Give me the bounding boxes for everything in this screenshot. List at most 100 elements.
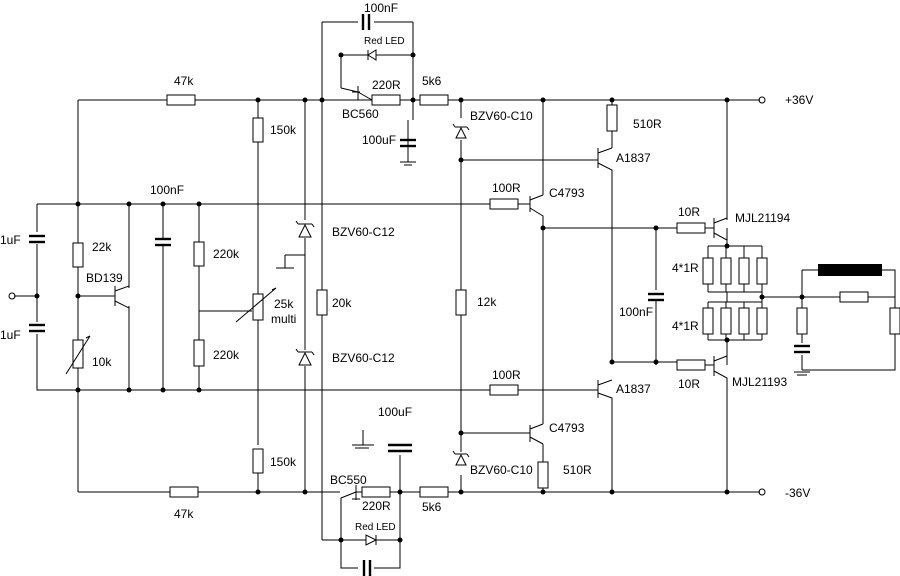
label-12k: 12k <box>477 295 497 309</box>
red-led-top <box>358 49 377 61</box>
label-c4793-bottom: C4793 <box>549 421 585 435</box>
label-c4793-top: C4793 <box>549 186 585 200</box>
resistor-22k <box>72 242 84 268</box>
positive-rail-terminal[interactable] <box>758 96 766 104</box>
resistor-100r-bottom <box>489 384 519 396</box>
label-100nf-mid: 100nF <box>150 183 184 197</box>
resistor-150k-top <box>252 117 264 143</box>
bank-link <box>726 292 763 302</box>
resistor-20k <box>316 289 328 316</box>
resistor-10r-top <box>676 222 706 234</box>
label-mjl21193: MJL21193 <box>732 375 787 389</box>
label-bc550: BC550 <box>330 473 367 487</box>
label-25k: 25k <box>274 297 294 311</box>
label-510r-top: 510R <box>633 117 662 131</box>
zener-bzv60-c10-top <box>452 123 470 139</box>
label-100uf-top: 100uF <box>362 133 396 147</box>
label-47k-bottom: 47k <box>174 507 194 521</box>
label-bc560: BC560 <box>342 107 379 121</box>
label-bzv60-c10-bottom: BZV60-C10 <box>470 463 533 477</box>
output-inductor <box>818 264 882 276</box>
junction-dots <box>34 52 805 543</box>
top-rail-wiring <box>77 21 760 540</box>
transistor-mjl21194 <box>713 217 728 246</box>
input-terminal[interactable] <box>8 292 16 300</box>
label-1uf-top: 1uF <box>0 233 21 247</box>
label-multi: multi <box>271 312 296 326</box>
label-220k-top: 220k <box>213 247 240 261</box>
resistor-output-series <box>839 291 869 303</box>
label-1uf-bottom: 1uF <box>0 328 21 342</box>
positive-rail-label: +36V <box>785 93 813 107</box>
transistor-bc560 <box>340 86 373 101</box>
resistor-12k <box>455 289 467 316</box>
transistor-bc550 <box>340 485 360 540</box>
resistor-510r-top <box>606 104 618 132</box>
ground-symbol-bottom <box>352 444 372 449</box>
driver-wiring <box>460 160 728 492</box>
label-10r-bottom: 10R <box>678 377 700 391</box>
resistor-10r-bottom <box>676 359 706 371</box>
output-network <box>762 269 896 371</box>
transistor-bd139 <box>114 285 130 309</box>
label-220k-bottom: 220k <box>213 348 240 362</box>
transistor-mjl21193 <box>713 355 728 492</box>
resistor-220r-top <box>371 94 401 106</box>
label-150k-bottom: 150k <box>270 455 297 469</box>
resistor-zobel <box>796 307 808 335</box>
resistor-load <box>889 307 900 335</box>
bottom-rail-wiring <box>78 430 760 569</box>
label-20k: 20k <box>332 296 352 310</box>
input-wiring <box>14 100 598 492</box>
label-bd139: BD139 <box>86 271 123 285</box>
resistor-510r-bottom <box>537 461 549 489</box>
label-47k-top: 47k <box>174 74 194 88</box>
red-led-bottom <box>365 534 378 546</box>
resistor-100r-top <box>489 198 519 210</box>
label-bzv60-c12-bottom: BZV60-C12 <box>332 351 395 365</box>
resistor-5k6-bottom <box>419 486 449 498</box>
label-10r-top: 10R <box>678 205 700 219</box>
label-100nf-out: 100nF <box>619 305 653 319</box>
label-4x1r-top: 4*1R <box>672 261 699 275</box>
label-a1837-bottom: A1837 <box>616 382 651 396</box>
resistor-5k6-top <box>419 94 449 106</box>
zener-bzv60-c10-bottom <box>452 450 470 466</box>
label-100r-top: 100R <box>492 181 521 195</box>
zener-bzv60-c12-top <box>295 220 315 238</box>
label-510r-bottom: 510R <box>563 463 592 477</box>
ground-symbol-output <box>794 371 810 376</box>
resistor-bank-4x1r-bottom <box>702 301 768 341</box>
label-22k: 22k <box>92 240 112 254</box>
label-220r-bottom: 220R <box>362 499 391 513</box>
resistor-bank-4x1r-top <box>702 245 768 293</box>
label-red-led-top: Red LED <box>364 36 405 47</box>
negative-rail-terminal[interactable] <box>758 488 766 496</box>
resistor-220k-bottom <box>193 339 205 367</box>
resistor-47k-top <box>166 94 196 106</box>
label-100nf-top: 100nF <box>364 1 398 15</box>
label-4x1r-bottom: 4*1R <box>672 319 699 333</box>
label-100r-bottom: 100R <box>492 368 521 382</box>
label-bzv60-c10-top: BZV60-C10 <box>470 109 533 123</box>
label-100uf-bottom: 100uF <box>378 405 412 419</box>
label-bzv60-c12-top: BZV60-C12 <box>332 225 395 239</box>
transistor-a1837-top <box>597 147 613 362</box>
label-5k6-bottom: 5k6 <box>422 500 442 514</box>
zener-bzv60-c12-bottom <box>295 348 315 366</box>
resistor-47k-bottom <box>169 486 199 498</box>
negative-rail-label: -36V <box>785 486 810 500</box>
label-150k-top: 150k <box>270 123 297 137</box>
resistor-220r-bottom <box>361 486 391 498</box>
label-220r-top: 220R <box>372 78 401 92</box>
resistor-220k-top <box>193 241 205 267</box>
potentiometer-25k <box>252 293 264 321</box>
label-mjl21194: MJL21194 <box>735 211 790 225</box>
trimmer-10k <box>72 339 84 369</box>
label-10k: 10k <box>92 355 112 369</box>
label-5k6-top: 5k6 <box>422 74 442 88</box>
label-red-led-bottom: Red LED <box>355 522 396 533</box>
label-a1837-top: A1837 <box>616 151 651 165</box>
resistor-150k-bottom <box>252 448 264 474</box>
